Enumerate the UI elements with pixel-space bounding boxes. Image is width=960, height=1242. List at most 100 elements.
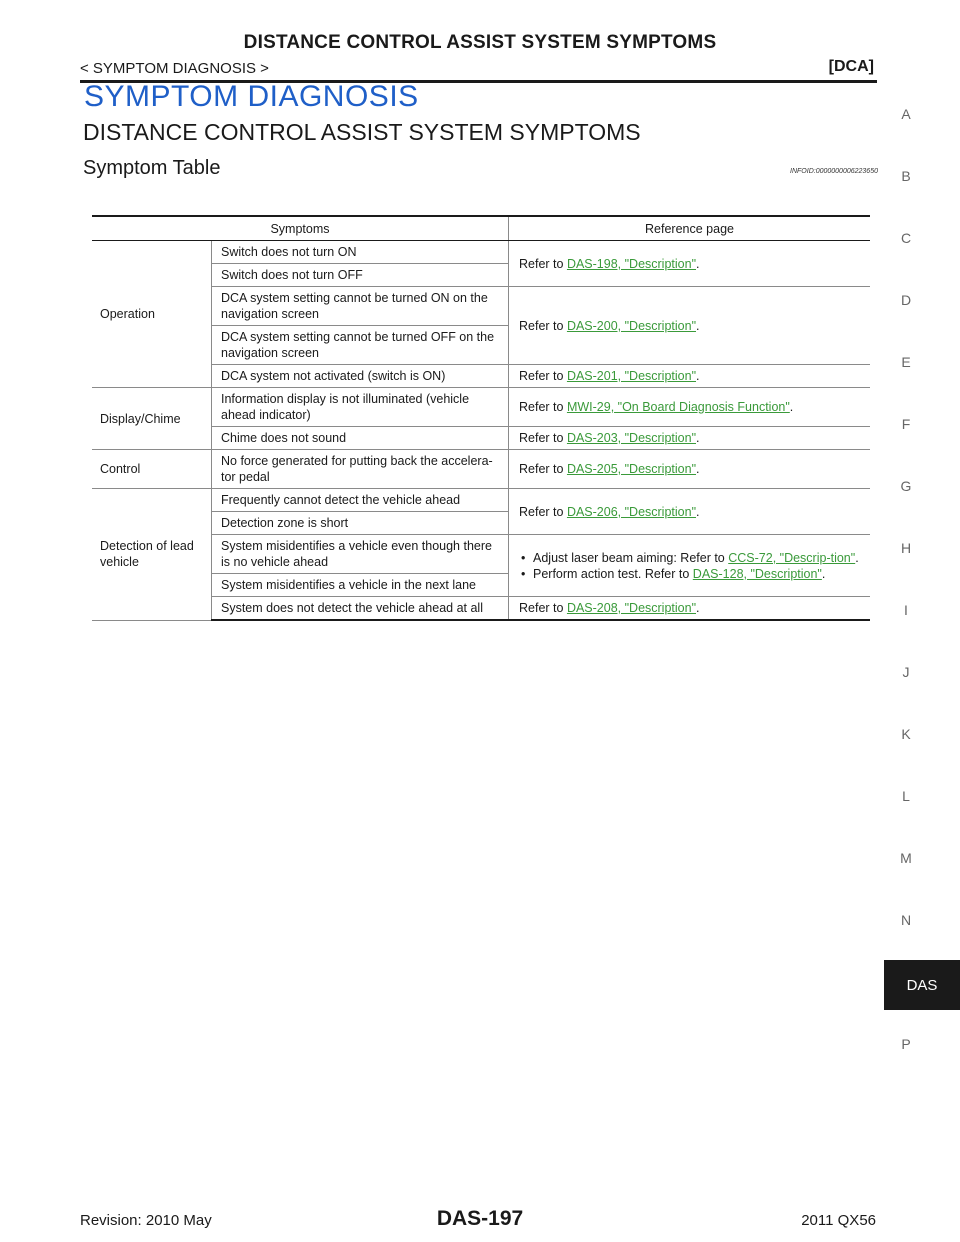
reference-suffix: . bbox=[855, 550, 859, 565]
side-index-letter[interactable]: M bbox=[900, 850, 912, 866]
side-index-letter[interactable]: G bbox=[900, 478, 912, 494]
reference-suffix: . bbox=[696, 431, 700, 445]
section-tab[interactable]: DAS bbox=[884, 960, 960, 1010]
symptom-cell: DCA system not activated (switch is ON) bbox=[211, 364, 509, 388]
reference-suffix: . bbox=[789, 400, 794, 414]
footer-page-number: DAS-197 bbox=[436, 1207, 524, 1230]
side-index-letter[interactable]: P bbox=[901, 1036, 911, 1052]
side-index-letter[interactable]: B bbox=[901, 168, 911, 184]
reference-link[interactable]: DAS-206, "Description" bbox=[566, 504, 697, 519]
reference-cell: Refer to DAS-208, "Description". bbox=[508, 596, 870, 621]
reference-suffix: . bbox=[821, 566, 826, 581]
reference-link[interactable]: DAS-203, "Description" bbox=[566, 431, 697, 445]
symptom-cell: System misidentifies a vehicle even thou… bbox=[211, 534, 509, 574]
symptom-cell: DCA system setting cannot be turned OFF … bbox=[211, 325, 509, 365]
table-row: DCA system setting cannot be turned OFF … bbox=[92, 325, 870, 365]
symptom-cell: Detection zone is short bbox=[211, 511, 509, 535]
symptom-cell: Switch does not turn ON bbox=[211, 240, 509, 264]
reference-prefix: Refer to bbox=[519, 431, 567, 445]
table-heading: Symptom Table bbox=[83, 157, 221, 179]
category-control: Control bbox=[92, 449, 212, 489]
column-header-symptoms: Symptoms bbox=[92, 215, 509, 241]
symptom-cell: System misidentifies a vehicle in the ne… bbox=[211, 573, 509, 597]
reference-prefix: Refer to bbox=[519, 601, 567, 615]
subsection-heading: DISTANCE CONTROL ASSIST SYSTEM SYMPTOMS bbox=[83, 119, 641, 145]
reference-cell: Refer to DAS-205, "Description". bbox=[508, 449, 870, 489]
symptom-table: Symptoms Reference page Operation Switch… bbox=[92, 215, 870, 621]
list-item: Perform action test. Refer to DAS-128, "… bbox=[519, 566, 860, 582]
side-index-letter[interactable]: E bbox=[901, 354, 911, 370]
table-row: System does not detect the vehicle ahead… bbox=[92, 596, 870, 621]
list-item: Adjust laser beam aiming: Refer to CCS-7… bbox=[519, 550, 860, 566]
reference-link[interactable]: DAS-208, "Description" bbox=[566, 601, 697, 615]
reference-prefix: Refer to bbox=[519, 256, 567, 271]
symptom-cell: No force generated for putting back the … bbox=[211, 449, 509, 489]
symptom-cell: Information display is not illuminated (… bbox=[211, 387, 509, 427]
symptom-cell: DCA system setting cannot be turned ON o… bbox=[211, 286, 509, 326]
reference-link[interactable]: DAS-201, "Description" bbox=[566, 369, 697, 383]
side-index-letter[interactable]: C bbox=[900, 230, 912, 246]
reference-prefix: Refer to bbox=[519, 400, 567, 414]
reference-prefix: Refer to bbox=[519, 318, 567, 333]
side-index-letter[interactable]: F bbox=[901, 416, 911, 432]
symptom-cell: System does not detect the vehicle ahead… bbox=[211, 596, 509, 621]
table-header-row: Symptoms Reference page bbox=[92, 215, 870, 241]
side-index-letter[interactable]: J bbox=[902, 664, 910, 680]
reference-prefix: Adjust laser beam aiming: Refer to bbox=[533, 550, 729, 565]
table-row: Detection of lead vehicle Frequently can… bbox=[92, 488, 870, 621]
reference-suffix: . bbox=[696, 256, 700, 271]
reference-suffix: . bbox=[696, 504, 700, 519]
reference-link[interactable]: DAS-198, "Description" bbox=[566, 256, 697, 271]
symptom-cell: Chime does not sound bbox=[211, 426, 509, 450]
table-row: Chime does not sound Refer to DAS-203, "… bbox=[92, 426, 870, 450]
table-row: Operation Switch does not turn ON Refer … bbox=[92, 240, 870, 388]
category-detection: Detection of lead vehicle bbox=[92, 488, 212, 621]
reference-prefix: Refer to bbox=[519, 369, 567, 383]
table-row: Display/Chime Information display is not… bbox=[92, 387, 870, 450]
side-index-letter[interactable]: L bbox=[902, 788, 910, 804]
reference-suffix: . bbox=[696, 318, 700, 333]
reference-cell: Refer to MWI-29, "On Board Diagnosis Fun… bbox=[508, 387, 870, 427]
footer-model: 2011 QX56 bbox=[801, 1212, 876, 1229]
reference-cell: Refer to DAS-198, "Description". bbox=[508, 240, 870, 287]
reference-cell: Refer to DAS-200, "Description". bbox=[508, 286, 870, 365]
reference-link[interactable]: MWI-29, "On Board Diagnosis Function" bbox=[566, 400, 790, 414]
table-row: DCA system setting cannot be turned ON o… bbox=[92, 286, 870, 365]
side-index-letter[interactable]: K bbox=[901, 726, 911, 742]
reference-suffix: . bbox=[696, 462, 700, 476]
side-index-letter[interactable]: A bbox=[901, 106, 911, 122]
side-index-letter[interactable]: H bbox=[900, 540, 912, 556]
reference-cell: Refer to DAS-203, "Description". bbox=[508, 426, 870, 450]
reference-cell: Refer to DAS-206, "Description". bbox=[508, 488, 870, 535]
header-rule bbox=[80, 80, 877, 83]
reference-suffix: . bbox=[696, 369, 700, 383]
section-heading: SYMPTOM DIAGNOSIS bbox=[84, 80, 419, 113]
reference-cell: Adjust laser beam aiming: Refer to CCS-7… bbox=[508, 534, 870, 597]
table-row: DCA system not activated (switch is ON) … bbox=[92, 364, 870, 388]
reference-suffix: . bbox=[696, 601, 700, 615]
table-row: Detection zone is short bbox=[92, 511, 870, 535]
reference-prefix: Perform action test. Refer to bbox=[533, 566, 693, 581]
header-section: < SYMPTOM DIAGNOSIS > bbox=[80, 60, 269, 77]
reference-link[interactable]: DAS-200, "Description" bbox=[566, 318, 697, 333]
category-display-chime: Display/Chime bbox=[92, 387, 212, 450]
side-index-letter[interactable]: D bbox=[900, 292, 912, 308]
side-index-letter[interactable]: I bbox=[904, 602, 908, 618]
category-operation: Operation bbox=[92, 240, 212, 388]
header-title: DISTANCE CONTROL ASSIST SYSTEM SYMPTOMS bbox=[243, 32, 717, 53]
reference-cell: Refer to DAS-201, "Description". bbox=[508, 364, 870, 388]
reference-prefix: Refer to bbox=[519, 504, 567, 519]
table-row: System misidentifies a vehicle in the ne… bbox=[92, 573, 870, 597]
symptom-cell: Switch does not turn OFF bbox=[211, 263, 509, 287]
reference-link[interactable]: DAS-128, "Description" bbox=[692, 566, 822, 581]
column-header-reference: Reference page bbox=[508, 215, 870, 241]
reference-link[interactable]: CCS-72, "Descrip-tion" bbox=[728, 550, 856, 565]
header-code: [DCA] bbox=[828, 58, 874, 75]
side-index-letter[interactable]: N bbox=[900, 912, 912, 928]
reference-link[interactable]: DAS-205, "Description" bbox=[566, 462, 697, 476]
symptom-cell: Frequently cannot detect the vehicle ahe… bbox=[211, 488, 509, 512]
table-row: Control No force generated for putting b… bbox=[92, 449, 870, 489]
table-row: System misidentifies a vehicle even thou… bbox=[92, 534, 870, 597]
footer-revision: Revision: 2010 May bbox=[80, 1212, 212, 1229]
info-id: INFOID:0000000006223650 bbox=[790, 168, 878, 175]
